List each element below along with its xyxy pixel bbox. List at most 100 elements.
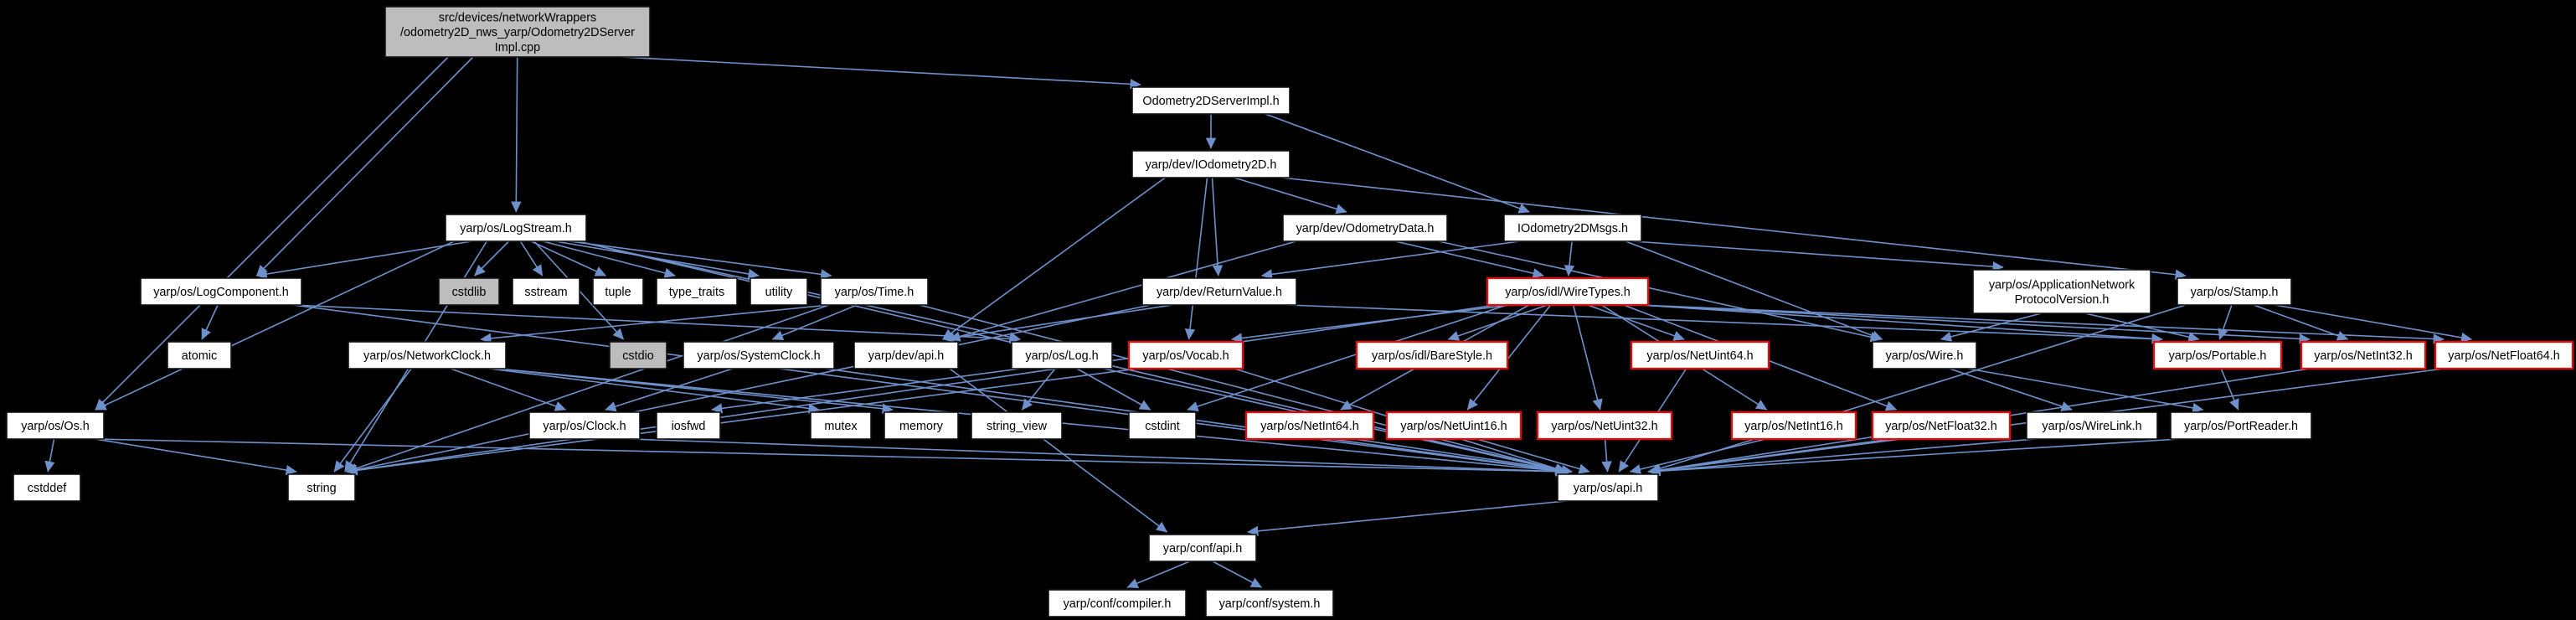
- graph-node-wiretypes[interactable]: yarp/os/idl/WireTypes.h: [1486, 276, 1650, 307]
- graph-node-string_view: string_view: [971, 411, 1063, 440]
- graph-node-anpv[interactable]: yarp/os/ApplicationNetworkProtocolVersio…: [1972, 269, 2151, 314]
- graph-node-clock[interactable]: yarp/os/Clock.h: [528, 411, 641, 440]
- graph-node-time[interactable]: yarp/os/Time.h: [820, 277, 929, 306]
- include-edge: [346, 304, 1497, 476]
- graph-node-log[interactable]: yarp/os/Log.h: [1011, 341, 1113, 369]
- node-box: [609, 341, 667, 369]
- graph-node-memory: memory: [884, 411, 959, 440]
- include-edge: [1639, 304, 2445, 344]
- node-label: yarp/os/NetFloat64.h: [2448, 349, 2560, 363]
- include-edge: [2218, 304, 2233, 340]
- node-box: [1486, 276, 1650, 307]
- node-box: [1871, 411, 2012, 441]
- include-edge: [95, 240, 455, 411]
- node-label: Impl.cpp: [495, 41, 540, 54]
- include-edge: [1639, 304, 2163, 344]
- include-edge: [1649, 438, 2180, 477]
- node-box: [1131, 150, 1291, 178]
- node-box: [445, 214, 587, 242]
- node-box: [2300, 340, 2427, 370]
- include-edge: [1230, 304, 1511, 344]
- node-label: yarp/os/Log.h: [1025, 349, 1098, 363]
- node-box: [13, 473, 81, 502]
- include-edge: [949, 368, 1168, 533]
- include-edge: [474, 240, 510, 276]
- graph-node-netint64[interactable]: yarp/os/NetInt64.h: [1244, 411, 1375, 441]
- graph-node-iodometry2dmsgs[interactable]: IOdometry2DMsgs.h: [1503, 214, 1642, 242]
- graph-node-compiler[interactable]: yarp/conf/compiler.h: [1048, 589, 1187, 617]
- graph-node-returnvalue[interactable]: yarp/dev/ReturnValue.h: [1141, 277, 1297, 306]
- graph-node-netuint64[interactable]: yarp/os/NetUint64.h: [1630, 340, 1770, 370]
- node-label: memory: [899, 420, 944, 433]
- include-edge: [95, 438, 1567, 477]
- include-edge: [2275, 304, 2473, 343]
- graph-node-cstdint: cstdint: [1128, 411, 1197, 440]
- node-box: [1141, 277, 1297, 306]
- include-edge: [1184, 177, 1208, 340]
- graph-node-vocab[interactable]: yarp/os/Vocab.h: [1127, 340, 1244, 370]
- include-edge: [95, 56, 449, 411]
- graph-node-portreader[interactable]: yarp/os/PortReader.h: [2170, 411, 2312, 440]
- graph-node-devapi[interactable]: yarp/dev/api.h: [853, 341, 959, 369]
- node-label: cstdint: [1145, 420, 1180, 433]
- graph-node-netint16[interactable]: yarp/os/NetInt16.h: [1730, 411, 1857, 441]
- node-label: yarp/os/Vocab.h: [1142, 349, 1229, 363]
- node-label: yarp/os/Time.h: [835, 286, 914, 299]
- include-edge: [489, 368, 820, 414]
- node-label: yarp/os/Clock.h: [543, 420, 626, 433]
- node-label: yarp/os/LogStream.h: [460, 222, 572, 235]
- graph-node-portable[interactable]: yarp/os/Portable.h: [2152, 340, 2283, 370]
- graph-node-osapi[interactable]: yarp/os/api.h: [1557, 473, 1659, 502]
- node-box: [1385, 411, 1522, 441]
- include-edge: [631, 438, 1567, 477]
- node-label: string: [307, 482, 336, 495]
- graph-node-logcomponent[interactable]: yarp/os/LogComponent.h: [140, 277, 302, 306]
- node-label: yarp/os/NetworkClock.h: [363, 349, 491, 363]
- graph-node-stamp[interactable]: yarp/os/Stamp.h: [2177, 277, 2292, 306]
- graph-node-netuint32[interactable]: yarp/os/NetUint32.h: [1536, 411, 1673, 441]
- node-box: [1148, 534, 1257, 562]
- include-edge: [44, 438, 55, 473]
- graph-node-networkclock[interactable]: yarp/os/NetworkClock.h: [348, 341, 507, 369]
- graph-node-logstream[interactable]: yarp/os/LogStream.h: [445, 214, 587, 242]
- graph-node-odometrydata[interactable]: yarp/dev/OdometryData.h: [1282, 214, 1448, 242]
- include-edge: [1280, 177, 2187, 280]
- node-label: yarp/conf/system.h: [1219, 597, 1321, 611]
- graph-node-iodometry2d[interactable]: yarp/dev/IOdometry2D.h: [1131, 150, 1291, 178]
- include-edge: [1287, 304, 2163, 344]
- graph-node-netint32[interactable]: yarp/os/NetInt32.h: [2300, 340, 2427, 370]
- include-edge: [255, 240, 472, 280]
- include-edge: [1629, 438, 1766, 475]
- graph-node-wirelink[interactable]: yarp/os/WireLink.h: [2026, 411, 2158, 440]
- include-edge: [1212, 561, 1263, 588]
- node-box: [384, 6, 651, 58]
- graph-node-os[interactable]: yarp/os/Os.h: [6, 411, 105, 440]
- graph-node-systemclock[interactable]: yarp/os/SystemClock.h: [683, 341, 835, 369]
- graph-node-impl_h[interactable]: Odometry2DServerImpl.h: [1131, 86, 1291, 115]
- graph-node-netuint16[interactable]: yarp/os/NetUint16.h: [1385, 411, 1522, 441]
- graph-node-mutex: mutex: [810, 411, 872, 440]
- node-label: yarp/os/NetInt16.h: [1744, 420, 1843, 433]
- graph-node-wire[interactable]: yarp/os/Wire.h: [1872, 341, 1977, 369]
- node-label: yarp/os/WireLink.h: [2042, 420, 2141, 433]
- node-label: yarp/dev/api.h: [868, 349, 944, 363]
- graph-node-confapi[interactable]: yarp/conf/api.h: [1148, 534, 1257, 562]
- node-box: [512, 277, 580, 306]
- node-box: [1131, 86, 1291, 115]
- node-label: yarp/os/api.h: [1574, 482, 1642, 495]
- include-edge: [1601, 438, 1612, 473]
- include-edge: [95, 438, 297, 476]
- include-edge: [569, 240, 832, 280]
- node-label: cstdio: [622, 349, 654, 363]
- graph-node-system[interactable]: yarp/conf/system.h: [1205, 589, 1334, 617]
- graph-node-netfloat64[interactable]: yarp/os/NetFloat64.h: [2434, 340, 2574, 370]
- include-edge: [621, 56, 1141, 90]
- include-edge: [949, 240, 1297, 342]
- include-edge: [1260, 240, 1520, 280]
- graph-node-barestyle[interactable]: yarp/os/idl/BareStyle.h: [1355, 340, 1509, 370]
- node-layer: src/devices/networkWrappers/odometry2D_n…: [6, 6, 2574, 617]
- node-label: yarp/os/idl/WireTypes.h: [1505, 286, 1631, 299]
- node-box: [1011, 341, 1113, 369]
- node-label: yarp/dev/OdometryData.h: [1296, 222, 1435, 235]
- graph-node-netfloat32[interactable]: yarp/os/NetFloat32.h: [1871, 411, 2012, 441]
